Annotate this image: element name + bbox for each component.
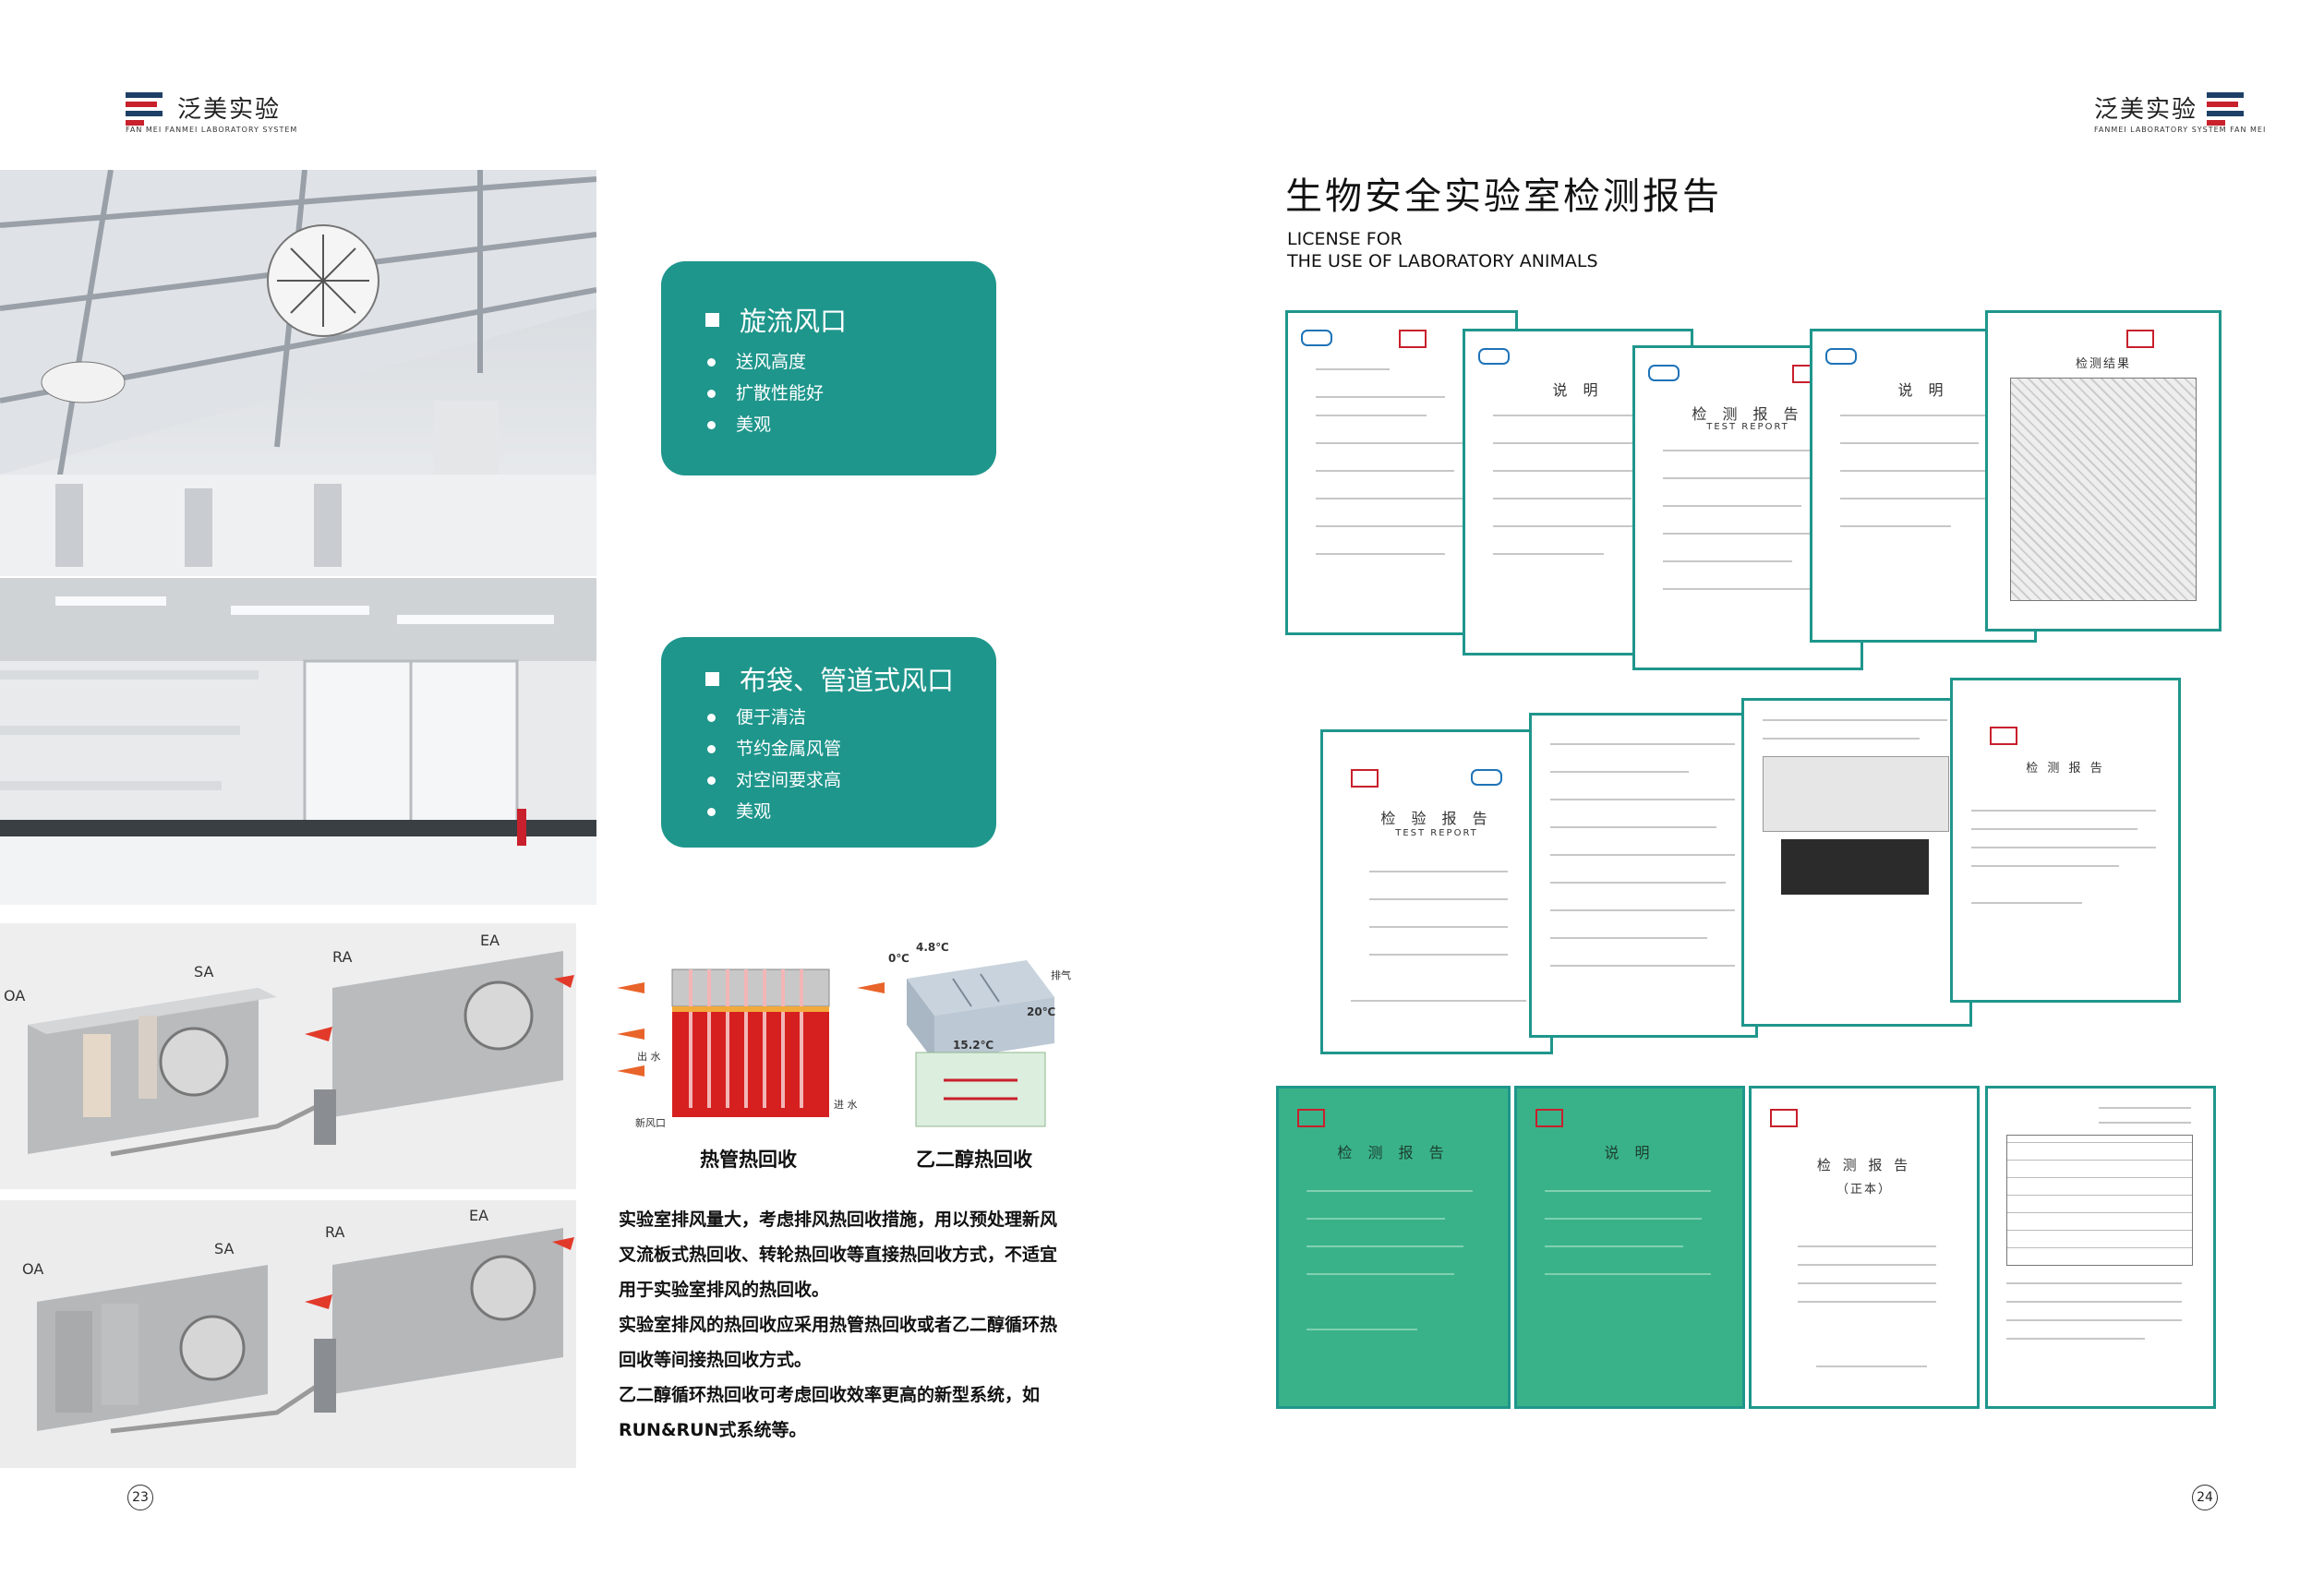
ma-stamp-icon: [1770, 1109, 1798, 1127]
bullet-icon: [707, 420, 716, 429]
bullet-icon: [707, 807, 716, 816]
bullet-icon: [707, 713, 716, 722]
heat-pipe-caption: 热管热回收: [700, 1149, 797, 1171]
temp-15-2: 15.2℃: [953, 1039, 993, 1052]
report-doc: [1741, 698, 1972, 1027]
page-number-left: 23: [127, 1485, 153, 1510]
label-water-out: 出 水: [637, 1050, 661, 1063]
label-oa: OA: [4, 987, 25, 1005]
report-doc: 检 测 报 告: [1276, 1086, 1511, 1409]
label-ea-2: EA: [469, 1207, 488, 1224]
report-doc: 检测结果: [1985, 310, 2222, 632]
duct-diffuser-panel: 布袋、管道式风口 便于清洁 节约金属风管 对空间要求高 美观: [661, 637, 996, 848]
list-item: 对空间要求高: [707, 764, 841, 796]
brand-name: 泛美实验: [177, 95, 282, 124]
report-doc: 检 验 报 告 TEST REPORT: [1320, 729, 1553, 1054]
square-bullet-icon: [705, 671, 719, 686]
page-subtitle-2: THE USE OF LABORATORY ANIMALS: [1287, 251, 1598, 271]
panel-title: 旋流风口: [740, 306, 848, 337]
square-bullet-icon: [705, 312, 719, 327]
glycol-caption: 乙二醇热回收: [916, 1149, 1032, 1171]
list-item: 美观: [707, 796, 841, 827]
cert-logo-icon: [1825, 348, 1857, 365]
heat-recovery-diagram-1: OA SA RA EA: [0, 923, 576, 1189]
bullet-icon: [707, 357, 716, 367]
list-item: 送风高度: [707, 346, 824, 378]
ma-stamp-icon: [1990, 727, 2017, 745]
label-sa-2: SA: [214, 1240, 234, 1257]
report-doc: 说 明: [1514, 1086, 1745, 1409]
label-ra-2: RA: [325, 1223, 344, 1241]
swirl-diffuser-panel: 旋流风口 送风高度 扩散性能好 美观: [661, 261, 996, 475]
page-number-right: 24: [2192, 1485, 2218, 1510]
temp-0: 0℃: [888, 952, 909, 965]
cert-logo-icon: [1648, 365, 1680, 381]
brand-logo-left: 泛美实验 FAN MEI FANMEI LABORATORY SYSTEM: [126, 89, 296, 134]
brand-name: 泛美实验: [2094, 95, 2198, 124]
list-item: 美观: [707, 409, 824, 440]
glycol-diagram: 0℃ 4.8℃ 20℃ 15.2℃ 排气: [888, 942, 1073, 1136]
panel-title: 布袋、管道式风口: [740, 665, 955, 696]
page-title: 生物安全实验室检测报告: [1285, 175, 1722, 218]
label-ra: RA: [332, 948, 352, 966]
heat-recovery-diagram-2: OA SA RA EA: [0, 1200, 576, 1468]
list-item: 节约金属风管: [707, 733, 841, 764]
brand-subtitle: FAN MEI FANMEI LABORATORY SYSTEM: [126, 126, 298, 134]
list-item: 扩散性能好: [707, 378, 824, 409]
bullet-icon: [707, 776, 716, 785]
paragraph-1: 实验室排风量大，考虑排风热回收措施，用以预处理新风叉流板式热回收、转轮热回收等直…: [619, 1209, 1058, 1300]
ma-stamp-icon: [1535, 1109, 1563, 1127]
cert-logo-icon: [1301, 330, 1332, 346]
bullet-icon: [707, 744, 716, 753]
lab-interior-photo: [0, 578, 596, 905]
paragraph-2: 实验室排风的热回收应采用热管热回收或者乙二醇循环热回收等间接热回收方式。: [619, 1315, 1058, 1370]
ma-stamp-icon: [2126, 330, 2154, 348]
temp-4-8: 4.8℃: [916, 942, 949, 954]
ceiling-diffuser-photo: [0, 170, 596, 576]
page-subtitle-1: LICENSE FOR: [1287, 229, 1403, 249]
label-sa: SA: [194, 963, 213, 980]
report-doc: 检 测 报 告: [1950, 678, 2181, 1003]
brand-logo-right: 泛美实验 FANMEI LABORATORY SYSTEM FAN MEI: [2094, 89, 2265, 134]
label-ea: EA: [480, 932, 500, 949]
brand-mark-icon: [126, 89, 168, 126]
report-doc: [1529, 713, 1758, 1038]
report-doc: 检 测 报 告 （正本）: [1749, 1086, 1980, 1409]
label-oa-2: OA: [22, 1260, 43, 1278]
report-doc: [1985, 1086, 2216, 1409]
bullet-icon: [707, 389, 716, 398]
label-fresh-air: 新风口: [635, 1116, 666, 1129]
cert-logo-icon: [1478, 348, 1510, 365]
cert-logo-icon: [1471, 769, 1502, 786]
ma-stamp-icon: [1399, 330, 1427, 348]
heat-pipe-diagram: 出 水 进 水 新风口: [617, 951, 885, 1136]
label-exhaust: 排气: [1051, 968, 1071, 981]
ma-stamp-icon: [1297, 1109, 1325, 1127]
brand-subtitle: FANMEI LABORATORY SYSTEM FAN MEI: [2094, 126, 2267, 134]
label-water-in: 进 水: [834, 1099, 858, 1111]
temp-20: 20℃: [1027, 1005, 1055, 1018]
brand-mark-icon: [2207, 89, 2249, 126]
list-item: 便于清洁: [707, 702, 841, 733]
paragraph-3: 乙二醇循环热回收可考虑回收效率更高的新型系统，如RUN&RUN式系统等。: [619, 1385, 1041, 1440]
ma-stamp-icon: [1351, 769, 1379, 788]
